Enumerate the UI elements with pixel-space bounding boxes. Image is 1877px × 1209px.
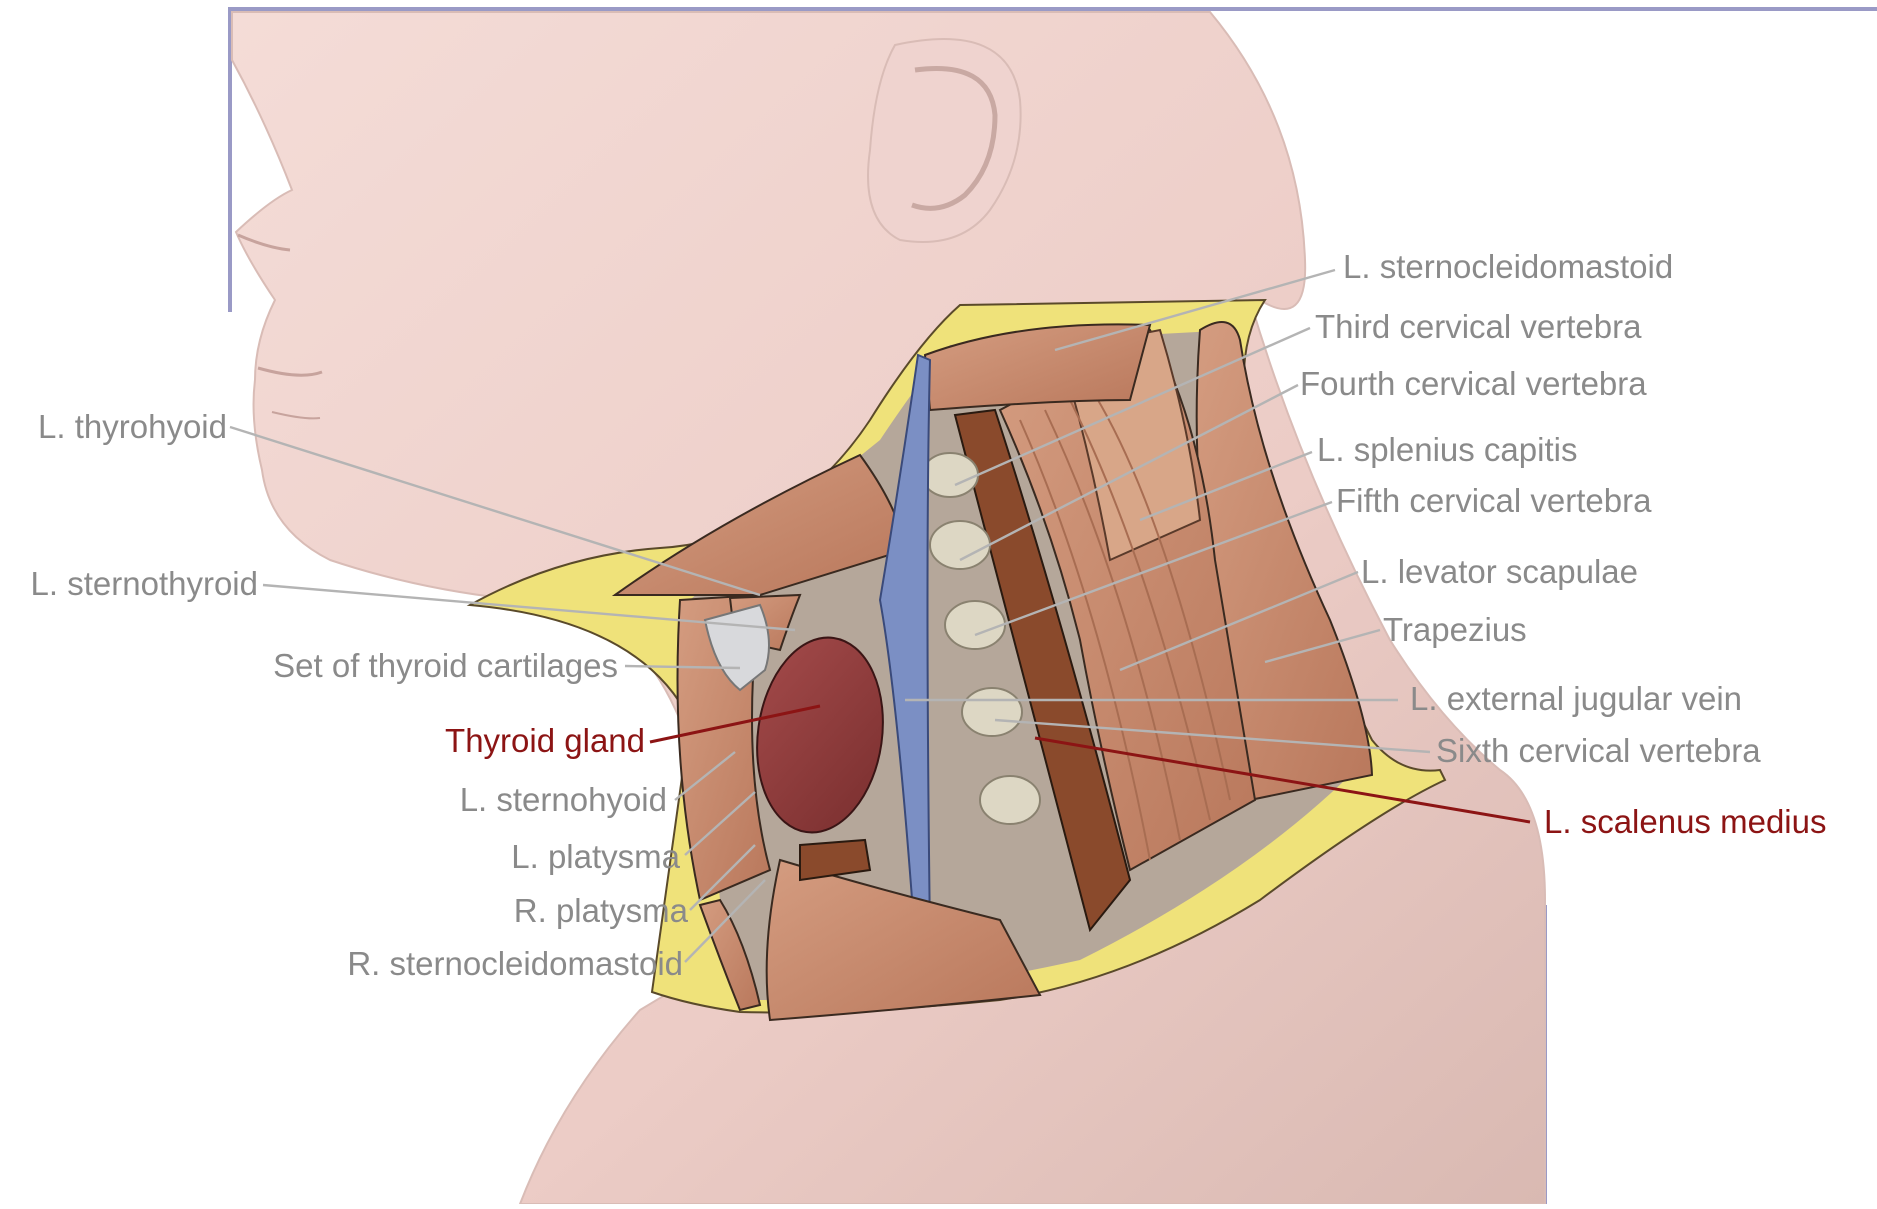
label-fifth-cervical-vertebra: Fifth cervical vertebra [1336,482,1652,519]
label-l-scalenus-medius: L. scalenus medius [1544,803,1826,840]
label-trapezius: Trapezius [1383,611,1527,648]
label-l-levator-scapulae: L. levator scapulae [1361,553,1638,590]
label-r-sternocleidomastoid: R. sternocleidomastoid [347,945,683,982]
label-sixth-cervical-vertebra: Sixth cervical vertebra [1436,732,1761,769]
label-l-thyrohyoid: L. thyrohyoid [38,408,227,445]
label-third-cervical-vertebra: Third cervical vertebra [1315,308,1642,345]
label-l-splenius-capitis: L. splenius capitis [1317,431,1577,468]
label-thyroid-gland: Thyroid gland [445,722,645,759]
label-l-external-jugular-vein: L. external jugular vein [1410,680,1742,717]
label-fourth-cervical-vertebra: Fourth cervical vertebra [1300,365,1647,402]
label-set-of-thyroid-cartilages: Set of thyroid cartilages [273,647,618,684]
label-r-platysma: R. platysma [514,892,689,929]
label-l-sternohyoid: L. sternohyoid [460,781,667,818]
label-l-sternothyroid: L. sternothyroid [31,565,258,602]
label-l-sternocleidomastoid: L. sternocleidomastoid [1343,248,1673,285]
label-l-platysma: L. platysma [511,838,680,875]
